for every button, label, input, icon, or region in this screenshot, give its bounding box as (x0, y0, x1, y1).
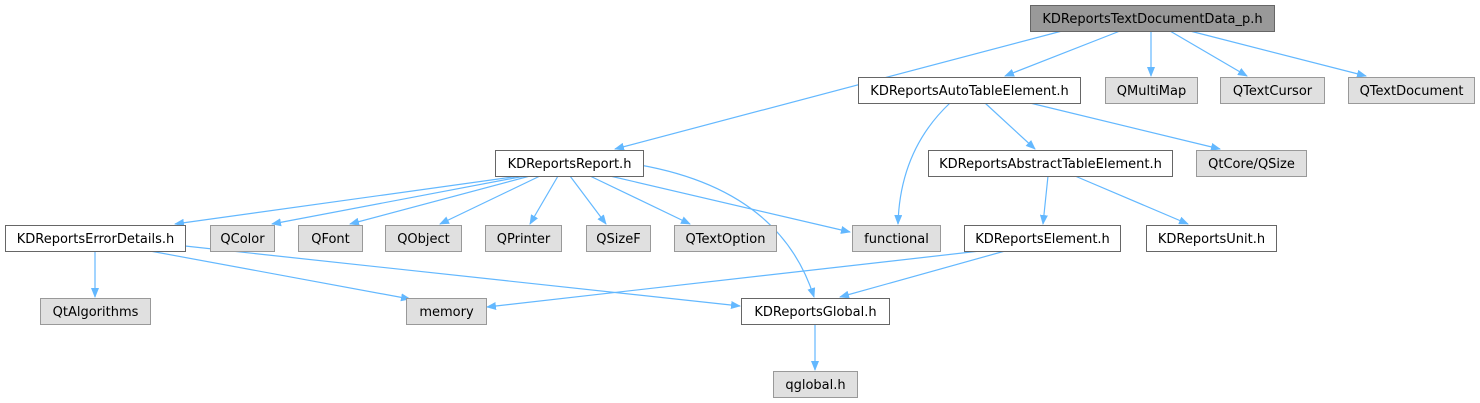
node-unit[interactable]: KDReportsUnit.h (1146, 225, 1277, 252)
node-element[interactable]: KDReportsElement.h (964, 225, 1121, 252)
node-box-qprinter (485, 225, 562, 252)
node-box-element (964, 225, 1121, 252)
edge-root-to-autotable (1004, 30, 1121, 77)
edge-root-to-qtextcursor (1169, 30, 1248, 77)
edge-report-to-qprinter (529, 175, 559, 225)
edge-errordetails-to-global (184, 245, 741, 310)
edge-report-to-qfont (349, 175, 531, 226)
nodes-layer: KDReportsTextDocumentData_p.hKDReportsAu… (5, 5, 1475, 398)
node-label-memory: memory (419, 305, 474, 320)
node-label-abstracttable: KDReportsAbstractTableElement.h (939, 157, 1162, 172)
node-label-qcolor: QColor (220, 232, 265, 247)
edge-report-to-qtextoption (589, 175, 691, 225)
node-qfont: QFont (298, 225, 363, 252)
node-label-unit: KDReportsUnit.h (1158, 232, 1265, 247)
edge-root-to-qtextdocument (1189, 30, 1367, 78)
node-box-report (495, 150, 644, 177)
node-label-global: KDReportsGlobal.h (754, 305, 876, 320)
edge-errordetails-to-memory (149, 250, 411, 302)
edge-root-to-report (614, 30, 1063, 151)
node-global[interactable]: KDReportsGlobal.h (741, 298, 890, 325)
edge-report-to-errordetails (174, 175, 521, 227)
node-box-root (1030, 5, 1275, 32)
node-qsizef: QSizeF (586, 225, 651, 252)
node-label-qtalgorithms: QtAlgorithms (53, 305, 139, 320)
node-qsize: QtCore/QSize (1196, 150, 1307, 177)
node-box-errordetails (5, 225, 186, 252)
node-box-abstracttable (928, 150, 1173, 177)
node-label-element: KDReportsElement.h (975, 232, 1110, 247)
node-label-qobject: QObject (397, 232, 450, 247)
node-report[interactable]: KDReportsReport.h (495, 150, 644, 177)
edge-report-to-qobject (439, 175, 541, 225)
node-label-root: KDReportsTextDocumentData_p.h (1042, 12, 1262, 27)
node-label-qtextcursor: QTextCursor (1233, 84, 1313, 99)
edge-abstracttable-to-element (1039, 175, 1049, 225)
edges-layer (91, 30, 1367, 371)
node-box-memory (406, 298, 487, 325)
node-box-qobject (385, 225, 462, 252)
node-box-qglobal (773, 371, 858, 398)
node-label-qfont: QFont (311, 232, 350, 247)
node-box-autotable (858, 77, 1081, 104)
edge-autotable-to-abstracttable (984, 102, 1036, 150)
node-box-qsizef (586, 225, 651, 252)
edge-abstracttable-to-unit (1074, 175, 1189, 225)
node-qprinter: QPrinter (485, 225, 562, 252)
node-memory: memory (406, 298, 487, 325)
node-label-qsizef: QSizeF (596, 232, 640, 247)
node-qtextcursor: QTextCursor (1220, 77, 1325, 104)
node-label-autotable: KDReportsAutoTableElement.h (870, 84, 1068, 99)
node-qobject: QObject (385, 225, 462, 252)
node-qtextdocument: QTextDocument (1348, 77, 1475, 104)
edge-report-to-qcolor (271, 175, 526, 227)
node-functional: functional (852, 225, 941, 252)
node-box-qsize (1196, 150, 1307, 177)
edge-element-to-memory (486, 250, 981, 310)
node-box-unit (1146, 225, 1277, 252)
edge-autotable-to-functional (894, 102, 951, 225)
node-qtextoption: QTextOption (674, 225, 777, 252)
node-qglobal: qglobal.h (773, 371, 858, 398)
node-root[interactable]: KDReportsTextDocumentData_p.h (1030, 5, 1275, 32)
node-errordetails[interactable]: KDReportsErrorDetails.h (5, 225, 186, 252)
node-label-errordetails: KDReportsErrorDetails.h (17, 232, 175, 247)
node-box-global (741, 298, 890, 325)
node-box-qfont (298, 225, 363, 252)
node-label-qglobal: qglobal.h (785, 378, 845, 393)
node-label-qprinter: QPrinter (497, 232, 551, 247)
node-qcolor: QColor (210, 225, 275, 252)
node-label-report: KDReportsReport.h (508, 157, 632, 172)
node-box-qtextoption (674, 225, 777, 252)
node-box-qtextdocument (1348, 77, 1475, 104)
node-box-qmultimap (1105, 77, 1198, 104)
node-label-qsize: QtCore/QSize (1208, 157, 1295, 172)
node-label-qmultimap: QMultiMap (1117, 84, 1186, 99)
node-box-qtextcursor (1220, 77, 1325, 104)
node-label-qtextoption: QTextOption (686, 232, 766, 247)
node-label-qtextdocument: QTextDocument (1360, 84, 1464, 99)
edge-report-to-qsizef (569, 175, 607, 225)
node-qmultimap: QMultiMap (1105, 77, 1198, 104)
edge-report-to-functional (609, 175, 851, 234)
node-abstracttable[interactable]: KDReportsAbstractTableElement.h (928, 150, 1173, 177)
node-box-qcolor (210, 225, 275, 252)
node-autotable[interactable]: KDReportsAutoTableElement.h (858, 77, 1081, 104)
edge-autotable-to-qsize (1029, 102, 1221, 151)
node-label-functional: functional (864, 232, 929, 247)
node-qtalgorithms: QtAlgorithms (40, 298, 151, 325)
edge-element-to-global (839, 250, 1006, 299)
node-box-qtalgorithms (40, 298, 151, 325)
node-box-functional (852, 225, 941, 252)
